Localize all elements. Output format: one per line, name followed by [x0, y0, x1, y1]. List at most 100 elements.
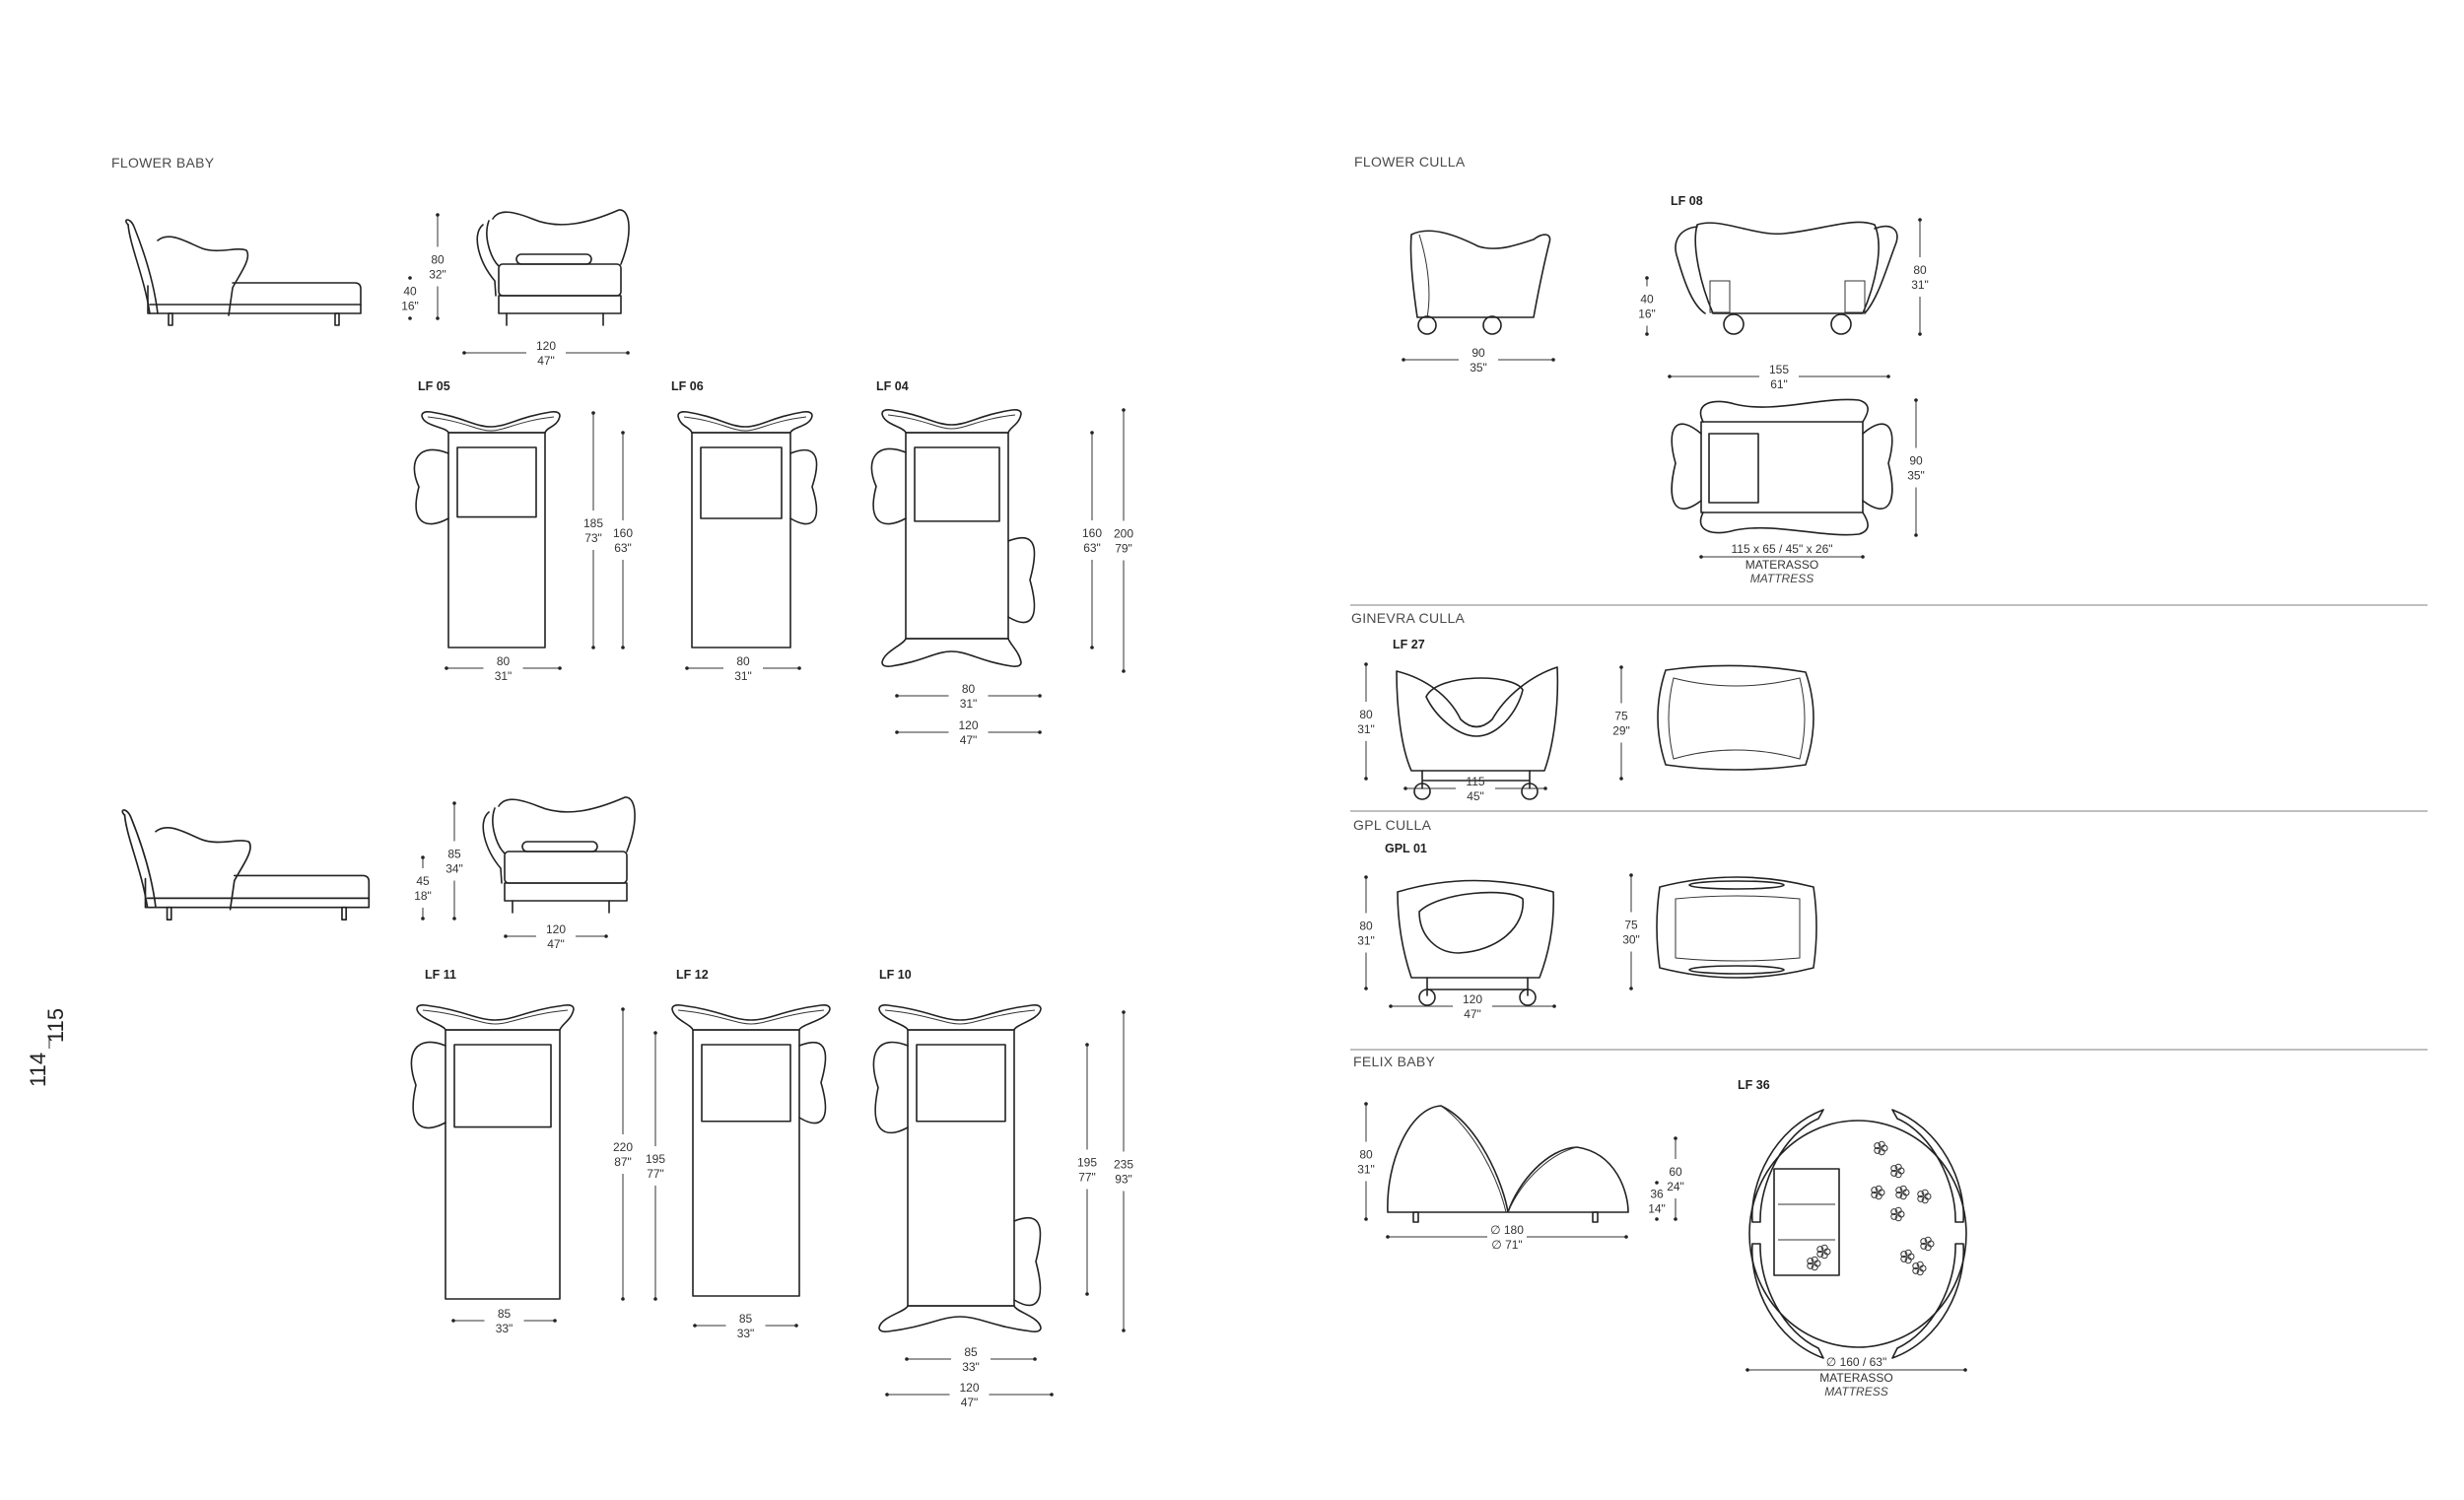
- dimension-cm: 85: [739, 1312, 753, 1326]
- dimension-inches: 47": [960, 733, 978, 747]
- model-code-lf04: LF 04: [876, 379, 909, 393]
- culla-top-head: [1699, 398, 1869, 423]
- gpl-top-outer: [1656, 876, 1817, 979]
- dimension-endpoint: [797, 666, 801, 670]
- dimension-inches: 29": [1612, 724, 1630, 738]
- dimension-inches: 34": [445, 862, 463, 876]
- dimension-inches: 33": [962, 1360, 980, 1374]
- dimension-cm: 120: [1463, 992, 1482, 1006]
- gpl-top-inner: [1675, 895, 1801, 962]
- dimension-endpoint: [1914, 398, 1918, 402]
- mattress-size: 115 x 65 / 45" x 26": [1731, 542, 1832, 556]
- dimension-cm: 120: [546, 922, 566, 936]
- dimension-endpoint: [451, 1319, 455, 1323]
- dimension-endpoint: [1090, 646, 1094, 649]
- dimension-cm: 195: [646, 1152, 665, 1166]
- dimension-endpoint: [452, 917, 456, 920]
- dimension-inches: 35": [1470, 361, 1487, 375]
- dimension-inches: 14": [1648, 1202, 1666, 1216]
- dimension-cm: 115: [1466, 775, 1484, 788]
- mattress-label-it: MATERASSO: [1819, 1371, 1892, 1385]
- mattress-label-en: MATTRESS: [1824, 1385, 1887, 1398]
- dimension-inches: 77": [647, 1167, 664, 1181]
- dimension-inches: 32": [429, 268, 446, 282]
- flower-petal: [1894, 1171, 1902, 1179]
- model-code-lf36: LF 36: [1738, 1078, 1770, 1092]
- flower-petal: [1878, 1140, 1885, 1148]
- dimension-cm: 75: [1614, 710, 1628, 723]
- flower-petal: [1894, 1163, 1902, 1171]
- headboard-edge: [683, 416, 807, 432]
- bed-top-view-lf10: [872, 1004, 1042, 1332]
- dimension-endpoint: [1668, 375, 1672, 378]
- dimension-endpoint: [1552, 1004, 1556, 1008]
- dimension-endpoint: [1645, 276, 1649, 280]
- dimension-endpoint: [1364, 1102, 1368, 1106]
- dimension-endpoint: [1624, 1235, 1628, 1239]
- dimension-cm: 80: [1359, 708, 1373, 721]
- side-wing: [413, 448, 449, 525]
- flower-motif-icon: [1917, 1189, 1932, 1204]
- dimension-endpoint: [1389, 1004, 1393, 1008]
- dimension-endpoint: [1699, 555, 1703, 559]
- dimension-endpoint: [421, 855, 425, 859]
- flower-petal: [1921, 1196, 1929, 1204]
- bed-body: [445, 1029, 561, 1300]
- dimension-endpoint: [1861, 555, 1865, 559]
- flower-petal: [1920, 1242, 1928, 1250]
- dimension-endpoint: [1364, 987, 1368, 990]
- dimension-cm: 90: [1472, 346, 1485, 360]
- dimension-endpoint: [1745, 1368, 1749, 1372]
- dimension-endpoint: [1364, 777, 1368, 781]
- dimension-endpoint: [693, 1324, 697, 1328]
- flower-petal: [1916, 1261, 1924, 1268]
- dimension-endpoint: [794, 1324, 798, 1328]
- flower-baby-front-view-large: [482, 796, 636, 914]
- dimension-endpoint: [408, 276, 412, 280]
- dimension-endpoint: [1918, 218, 1922, 222]
- armrest: [1709, 280, 1731, 313]
- dimension-cm: 235: [1114, 1158, 1133, 1172]
- dimension-inches: 31": [1911, 278, 1929, 292]
- flower-petal: [1890, 1212, 1898, 1220]
- gpl-front-body: [1397, 879, 1555, 979]
- dimension-endpoint: [1543, 786, 1547, 790]
- felix-top-petal: [1891, 1243, 1964, 1359]
- side-wing: [789, 448, 818, 525]
- bed-top-view-lf12: [671, 1004, 831, 1297]
- dimension-endpoint: [1364, 875, 1368, 879]
- dimension-endpoint: [626, 351, 630, 355]
- dimension-cm: 80: [1913, 263, 1927, 277]
- dimension-endpoint: [1402, 358, 1405, 362]
- flower-petal: [1921, 1189, 1929, 1196]
- culla-front-wing-right: [1864, 225, 1898, 314]
- wheel-icon: [1413, 783, 1431, 800]
- bed-body: [447, 432, 546, 648]
- side-wing: [798, 1041, 827, 1125]
- culla-side-panel: [1418, 234, 1430, 318]
- dimension-endpoint: [621, 1297, 625, 1301]
- dimension-endpoint: [1914, 533, 1918, 537]
- dimension-endpoint: [1364, 1217, 1368, 1221]
- flower-petal: [1874, 1142, 1882, 1150]
- side-wing: [870, 447, 907, 525]
- dimension-inches: 79": [1115, 542, 1132, 556]
- flower-motif-icon: [1816, 1244, 1831, 1260]
- culla-side-body: [1409, 230, 1551, 318]
- dimension-endpoint: [1886, 375, 1890, 378]
- flower-petal: [1894, 1206, 1902, 1214]
- dimension-endpoint: [558, 666, 562, 670]
- headboard: [677, 411, 813, 434]
- flower-petal: [1807, 1261, 1814, 1269]
- mattress-label-en: MATTRESS: [1750, 572, 1814, 585]
